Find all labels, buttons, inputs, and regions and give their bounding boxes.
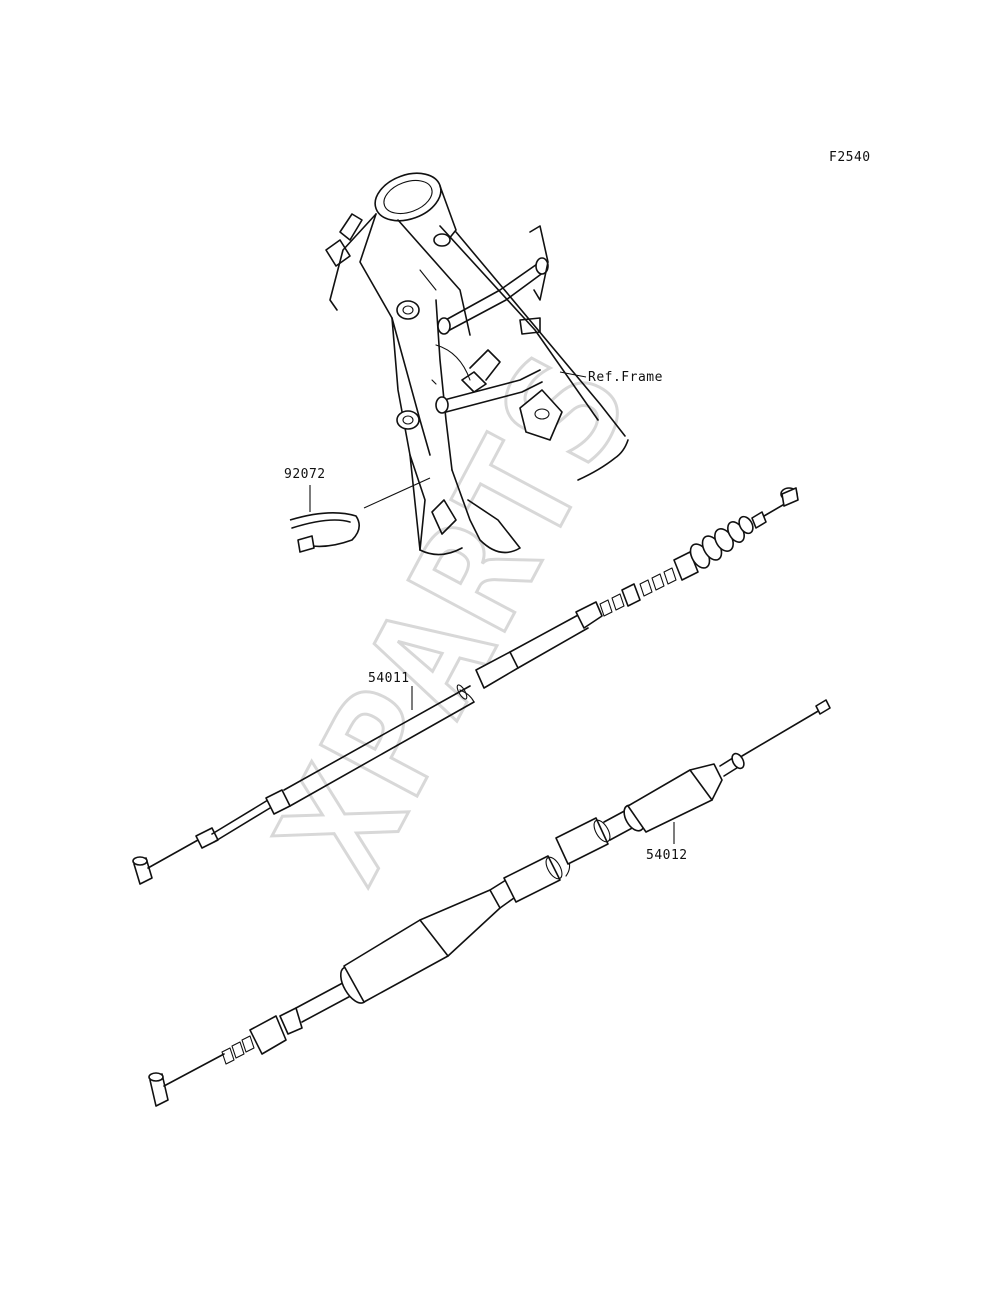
cable-54011-drawing (132, 487, 799, 885)
clamp-frame-leader (363, 477, 431, 509)
cable-54012-drawing (148, 699, 831, 1107)
cable-54011-boot (689, 511, 767, 569)
cable-54012-adjuster (221, 1007, 303, 1065)
part-number-92072[interactable]: 92072 (284, 467, 326, 482)
ref-frame-label: Ref.Frame (588, 370, 663, 385)
clamp-92072-drawing (289, 512, 360, 553)
part-number-54011[interactable]: 54011 (368, 671, 410, 686)
diagram-code: F2540 (829, 150, 871, 165)
frame-drawing (325, 172, 629, 556)
cable-54011-adjuster (599, 551, 699, 617)
ref-frame-leader (559, 371, 587, 378)
part-number-54012[interactable]: 54012 (646, 848, 688, 863)
